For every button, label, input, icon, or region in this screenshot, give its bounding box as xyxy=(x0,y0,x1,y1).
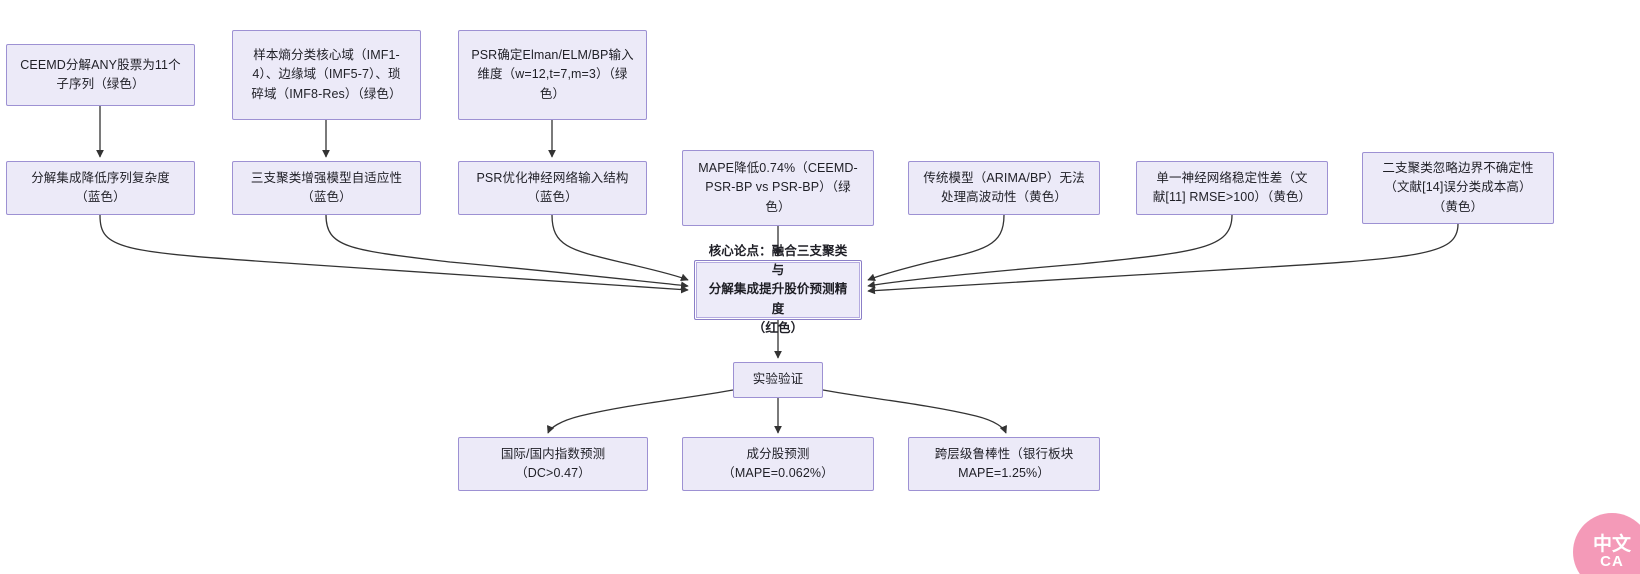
node-experimental-validation[interactable]: 实验验证 xyxy=(733,362,823,398)
edge-n8-core xyxy=(867,214,1005,282)
edge-exp-r1 xyxy=(546,389,734,434)
edge-n6-core xyxy=(551,214,689,282)
node-three-way-clustering-adaptivity[interactable]: 三支聚类增强模型自适应性 （蓝色） xyxy=(232,161,421,215)
node-label: 单一神经网络稳定性差（文 献[11] RMSE>100）（黄色） xyxy=(1152,170,1312,204)
node-mape-reduction[interactable]: MAPE降低0.74%（CEEMD- PSR-BP vs PSR-BP）（绿 色… xyxy=(682,150,874,226)
node-decomposition-reduces-complexity[interactable]: 分解集成降低序列复杂度 （蓝色） xyxy=(6,161,195,215)
edge-n5-core xyxy=(325,214,689,290)
node-label: 跨层级鲁棒性（银行板块 MAPE=1.25%） xyxy=(934,446,1074,480)
edge-exp-r3 xyxy=(822,389,1008,434)
node-label: 分解集成降低序列复杂度 （蓝色） xyxy=(31,170,170,204)
node-label: 核心论点：融合三支聚类与 分解集成提升股价预测精度 （红色） xyxy=(708,243,848,336)
node-label: 二支聚类忽略边界不确定性 （文献[14]误分类成本高） （黄色） xyxy=(1382,160,1534,214)
node-label: 样本熵分类核心域（IMF1- 4）、边缘域（IMF5-7）、琐 碎域（IMF8-… xyxy=(251,47,402,101)
node-label: PSR优化神经网络输入结构 （蓝色） xyxy=(476,170,629,204)
watermark-line1: 中文 xyxy=(1592,534,1631,555)
node-ceemd-decomposition[interactable]: CEEMD分解ANY股票为11个 子序列（绿色） xyxy=(6,44,195,106)
node-label: 实验验证 xyxy=(752,372,804,387)
node-cross-level-robustness-result[interactable]: 跨层级鲁棒性（银行板块 MAPE=1.25%） xyxy=(908,437,1100,491)
node-psr-input-dimension[interactable]: PSR确定Elman/ELM/BP输入 维度（w=12,t=7,m=3）（绿 色… xyxy=(458,30,647,120)
node-index-forecasting-result[interactable]: 国际/国内指数预测 （DC>0.47） xyxy=(458,437,648,491)
watermark-line2: CA xyxy=(1600,553,1624,570)
node-single-network-instability[interactable]: 单一神经网络稳定性差（文 献[11] RMSE>100）（黄色） xyxy=(1136,161,1328,215)
edge-n4-core xyxy=(99,214,689,294)
edge-n10-core xyxy=(867,223,1459,295)
node-label: 成分股预测 （MAPE=0.062%） xyxy=(722,446,834,480)
node-label: CEEMD分解ANY股票为11个 子序列（绿色） xyxy=(20,57,181,91)
watermark-badge: 中文 CA xyxy=(1573,513,1640,574)
node-label: MAPE降低0.74%（CEEMD- PSR-BP vs PSR-BP）（绿 色… xyxy=(698,160,858,214)
node-label: 三支聚类增强模型自适应性 （蓝色） xyxy=(250,170,403,204)
node-two-way-clustering-boundary[interactable]: 二支聚类忽略边界不确定性 （文献[14]误分类成本高） （黄色） xyxy=(1362,152,1554,224)
node-core-thesis[interactable]: 核心论点：融合三支聚类与 分解集成提升股价预测精度 （红色） xyxy=(694,244,862,335)
node-traditional-model-limitation[interactable]: 传统模型（ARIMA/BP）无法 处理高波动性（黄色） xyxy=(908,161,1100,215)
node-constituent-stock-result[interactable]: 成分股预测 （MAPE=0.062%） xyxy=(682,437,874,491)
node-sample-entropy-classification[interactable]: 样本熵分类核心域（IMF1- 4）、边缘域（IMF5-7）、琐 碎域（IMF8-… xyxy=(232,30,421,120)
node-psr-optimizes-network-input[interactable]: PSR优化神经网络输入结构 （蓝色） xyxy=(458,161,647,215)
node-label: 国际/国内指数预测 （DC>0.47） xyxy=(500,446,606,480)
node-label: PSR确定Elman/ELM/BP输入 维度（w=12,t=7,m=3）（绿 色… xyxy=(471,47,634,101)
edge-n9-core xyxy=(867,214,1233,289)
node-label: 传统模型（ARIMA/BP）无法 处理高波动性（黄色） xyxy=(923,170,1085,204)
